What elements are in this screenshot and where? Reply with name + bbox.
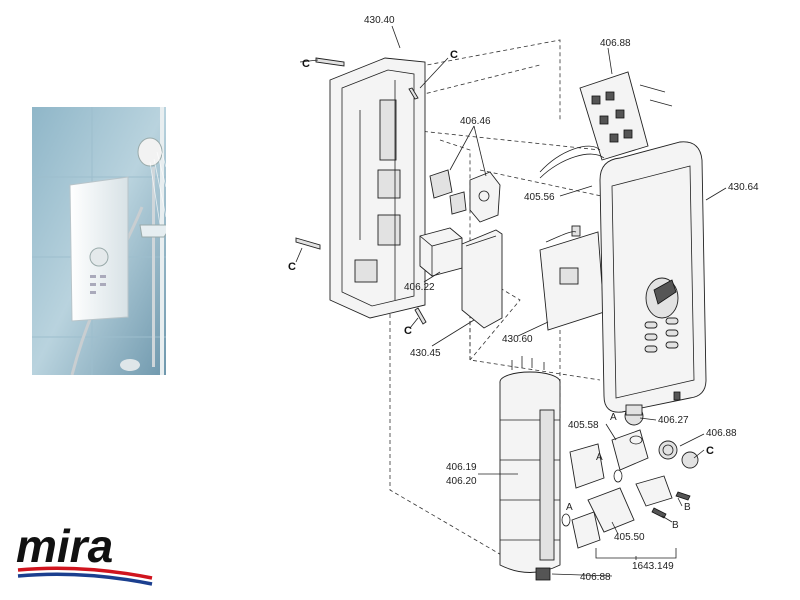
- label-430-64: 430.64: [728, 182, 759, 193]
- heater-tank-406-19: [499, 356, 561, 581]
- label-405-56: 405.56: [524, 192, 555, 203]
- label-1643-149: 1643.149: [632, 561, 674, 572]
- screw-mid-left: [295, 237, 321, 250]
- label-405-50: 405.50: [614, 532, 645, 543]
- label-406-88-top: 406.88: [600, 38, 631, 49]
- callout-c-right: C: [706, 445, 714, 457]
- label-406-20: 406.20: [446, 476, 477, 487]
- label-406-19: 406.19: [446, 462, 477, 473]
- screw-top-inner: [408, 87, 419, 100]
- callout-c-top: C: [450, 49, 458, 61]
- label-406-88-bottom: 406.88: [580, 572, 611, 583]
- front-cover-430-64: [599, 141, 707, 413]
- callout-b-upper: B: [684, 502, 691, 513]
- label-430-60: 430.60: [502, 334, 533, 345]
- bracket-406-46: [429, 169, 501, 223]
- cover-430-45: [461, 229, 503, 329]
- screw-top-left: [315, 57, 345, 67]
- shower-photo-image: [32, 107, 166, 375]
- callout-c-top-left: C: [302, 58, 310, 70]
- label-430-40: 430.40: [364, 15, 395, 26]
- screw-bottom: [414, 307, 427, 325]
- callout-c-bottom: C: [404, 325, 412, 337]
- callout-b-lower: B: [672, 520, 679, 531]
- product-photo: [32, 107, 166, 375]
- control-pcb-430-60: [539, 225, 605, 331]
- transformer-406-22: [419, 227, 463, 277]
- mira-logo: mira: [12, 520, 162, 586]
- leader-lines: [295, 25, 727, 577]
- label-406-46: 406.46: [460, 116, 491, 127]
- pcb-406-88: [539, 71, 673, 179]
- callout-a-middle: A: [596, 452, 603, 463]
- back-plate-430-40: [329, 57, 426, 319]
- mira-logo-text: mira: [16, 520, 113, 572]
- label-406-88-right: 406.88: [706, 428, 737, 439]
- label-406-22: 406.22: [404, 282, 435, 293]
- callout-c-left: C: [288, 261, 296, 273]
- label-405-58: 405.58: [568, 420, 599, 431]
- label-430-45: 430.45: [410, 348, 441, 359]
- callout-a-upper: A: [610, 412, 617, 423]
- valve-assembly-405-58: [561, 404, 699, 549]
- label-406-27: 406.27: [658, 415, 689, 426]
- exploded-parts-diagram: 430.40 406.88 406.46 405.56 430.64 406.2…: [288, 15, 759, 583]
- mira-logo-mark: mira: [16, 520, 153, 586]
- callout-a-lower: A: [566, 502, 573, 513]
